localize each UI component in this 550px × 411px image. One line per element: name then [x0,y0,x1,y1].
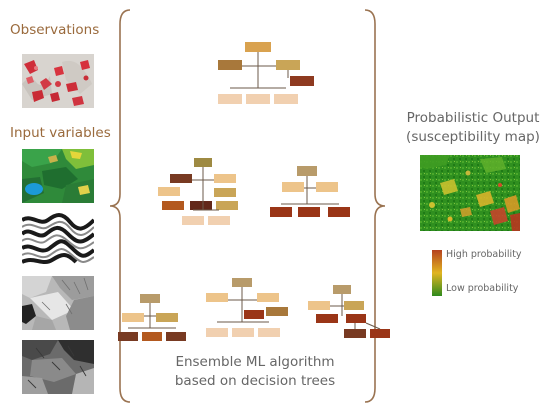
tree-node [218,60,242,70]
hillshade-map-thumbnail [22,276,94,330]
tree-node [218,94,242,104]
tree-node [158,187,180,196]
tree-node [244,310,264,319]
tree-node [344,329,366,338]
tree-node [206,293,228,302]
tree-node [258,328,280,337]
tree-node [270,207,292,217]
tree-link [365,322,381,330]
tree-node [232,328,254,337]
left-curly-brace [109,9,131,403]
tree-node [214,188,236,197]
legend-high-label: High probability [446,249,522,260]
tree-node [370,329,390,338]
output-title: Probabilistic Output (susceptibility map… [398,109,548,147]
tree-node [216,201,238,210]
observations-label: Observations [10,22,100,38]
tree-node [282,182,304,192]
tree-node [346,314,366,323]
tree-root-node [245,42,271,52]
tree-root-node [297,166,317,176]
susceptibility-map [420,155,520,231]
tree-node [156,313,178,322]
tree-node [246,94,270,104]
output-title-line1: Probabilistic Output [406,110,540,126]
tree-node [328,207,350,217]
contour-map-thumbnail [22,212,94,266]
tree-node [276,60,300,70]
tree-node [170,174,192,183]
tree-root-node [232,278,252,287]
tree-node [206,328,228,337]
tree-root-node [194,158,212,167]
tree-node [290,76,314,86]
tree-node [214,174,236,183]
tree-node [166,332,186,341]
tree-root-node [140,294,160,303]
tree-node [182,216,204,225]
tree-node [190,201,212,210]
observations-map-thumbnail [22,54,94,108]
input-variables-label: Input variables [10,125,111,141]
ensemble-caption: Ensemble ML algorithm based on decision … [140,353,370,391]
tree-node [298,207,320,217]
dem-map-thumbnail [22,340,94,394]
tree-root-node [333,285,351,294]
tree-node [118,332,138,341]
tree-node [316,182,338,192]
tree-node [266,307,288,316]
tree-node [344,301,364,310]
legend-low-label: Low probability [446,283,519,294]
tree-node [208,216,230,225]
ensemble-caption-line1: Ensemble ML algorithm [175,354,335,370]
tree-node [316,314,338,323]
ensemble-caption-line2: based on decision trees [174,373,336,389]
right-curly-brace [364,9,386,403]
tree-node [142,332,162,341]
landcover-map-thumbnail [22,149,94,203]
tree-node [257,293,279,302]
tree-node [308,301,330,310]
tree-node [122,313,144,322]
tree-node [274,94,298,104]
probability-legend-bar [432,250,442,296]
output-title-line2: (susceptibility map) [406,129,540,145]
tree-node [162,201,184,210]
